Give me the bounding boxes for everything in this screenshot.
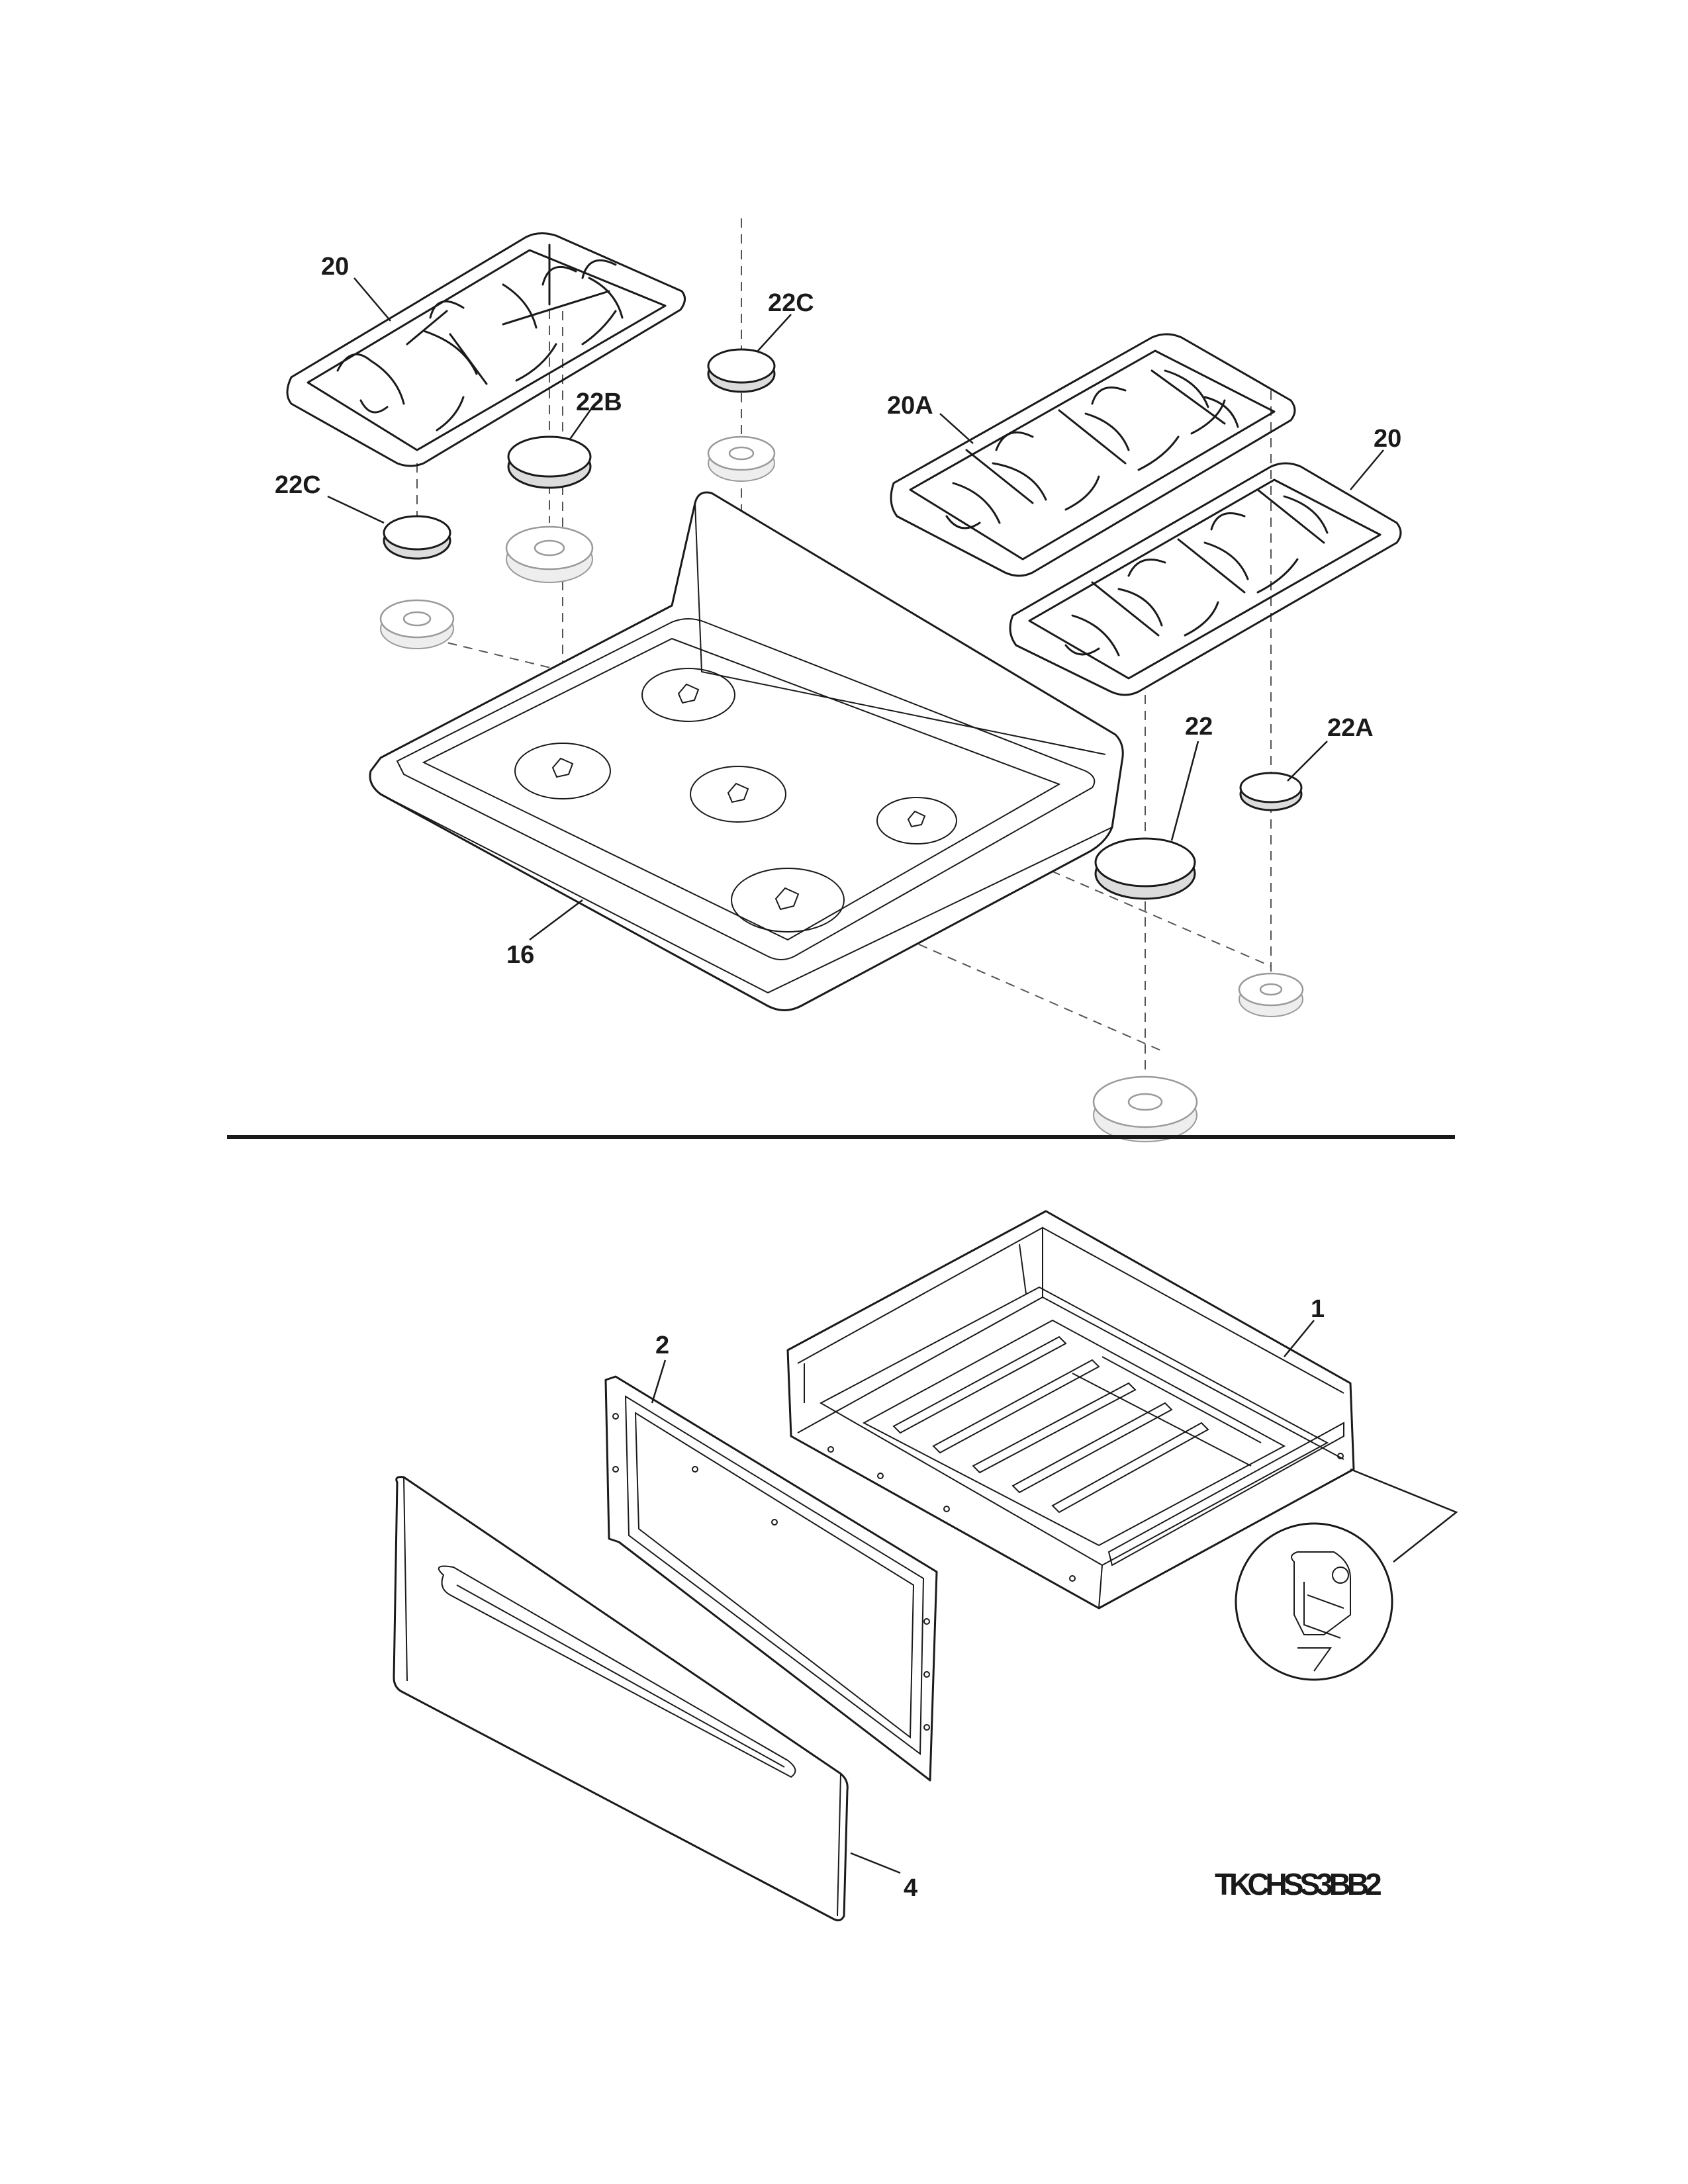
label-drawer-liner: 2 (655, 1332, 669, 1359)
burner-cap-22c-top (707, 348, 776, 393)
label-grate-center-right: 20A (887, 392, 933, 420)
grate-20-left (286, 232, 686, 467)
burner-cap-22 (1094, 837, 1196, 900)
burner-well (641, 668, 735, 722)
label-drawer-front: 4 (904, 1874, 917, 1902)
burner-head (379, 599, 455, 649)
burner-head (1092, 1075, 1198, 1142)
cooktop-16 (369, 491, 1124, 1011)
label-cooktop: 16 (506, 941, 534, 969)
burner-cap-22a (1239, 772, 1303, 811)
label-cap-small-left: 22C (275, 471, 321, 499)
label-cap-medium: 22B (576, 388, 622, 416)
label-cap-small-right: 22A (1327, 714, 1374, 742)
label-cap-large: 22 (1185, 713, 1213, 741)
diagram-code: TKCHSS3BB2 (1215, 1867, 1381, 1901)
leader-lines-top (327, 277, 1384, 940)
burner-well (731, 868, 845, 933)
leader-lines-bottom (651, 1320, 1315, 1874)
burner-well (690, 766, 786, 823)
label-cap-small-top: 22C (768, 289, 814, 317)
burner-well (876, 797, 957, 844)
grate-20a (890, 333, 1296, 577)
grate-20-right (1009, 462, 1402, 696)
drawer-liner-2 (604, 1375, 938, 1782)
burner-head (1238, 972, 1304, 1017)
detail-callout (1235, 1468, 1458, 1681)
burner-cap-22c-left (383, 515, 451, 560)
burner-well (514, 743, 611, 799)
drawer-front-4 (393, 1476, 849, 1922)
burner-head (505, 525, 594, 583)
drawer-body-1 (786, 1210, 1355, 1610)
burner-cap-22b (507, 435, 592, 489)
label-grate-right: 20 (1374, 425, 1401, 453)
burner-head (707, 435, 776, 482)
label-grate-left: 20 (321, 253, 349, 281)
label-drawer-body: 1 (1311, 1295, 1325, 1323)
